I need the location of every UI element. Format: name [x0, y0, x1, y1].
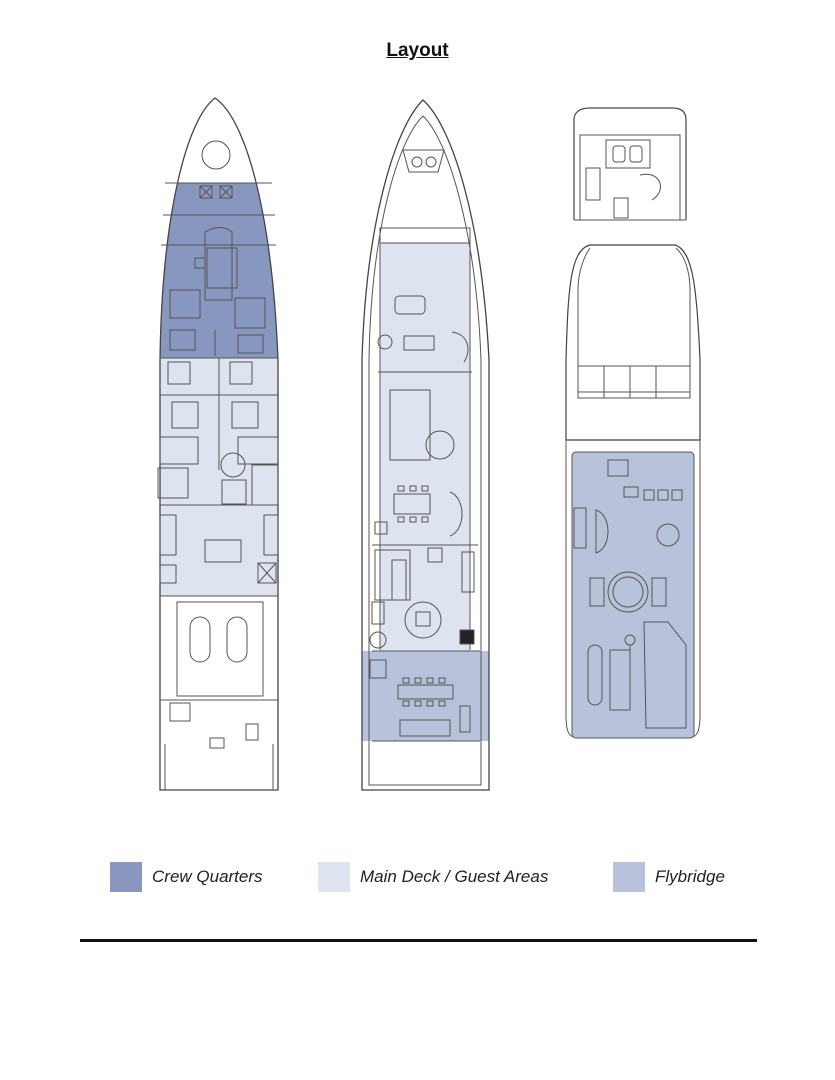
page-title: Layout	[386, 40, 449, 61]
main-deck-plan	[361, 99, 490, 791]
aft-deck-area	[362, 651, 489, 741]
flybridge-swatch	[613, 862, 645, 892]
legend-crew-quarters: Crew Quarters	[110, 862, 263, 892]
main-deck-swatch	[318, 862, 350, 892]
legend-label: Crew Quarters	[152, 867, 263, 886]
legend-label: Flybridge	[655, 867, 725, 886]
guest-cabins-area	[160, 358, 278, 596]
crew-quarters-swatch	[110, 862, 142, 892]
crew-quarters-area	[160, 183, 278, 358]
upper-deck-plan	[565, 107, 701, 739]
legend-label: Main Deck / Guest Areas	[360, 867, 549, 886]
anchor-hatch-icon	[201, 140, 231, 170]
legend-flybridge: Flybridge	[613, 862, 725, 892]
horizontal-rule	[80, 939, 757, 942]
lower-deck-plan	[157, 97, 279, 791]
legend-main-deck: Main Deck / Guest Areas	[318, 862, 548, 892]
